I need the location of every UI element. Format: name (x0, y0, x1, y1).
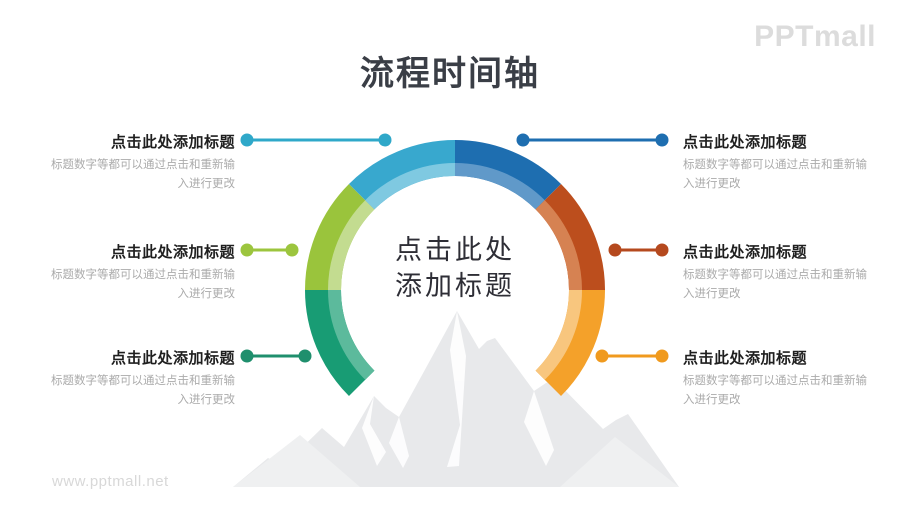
connector-dot-outer (608, 243, 622, 257)
callout-body: 标题数字等都可以通过点击和重新输 入进行更改 (683, 266, 883, 304)
callout-body: 标题数字等都可以通过点击和重新输 入进行更改 (35, 156, 235, 194)
callout-body-line1: 标题数字等都可以通过点击和重新输 (51, 269, 235, 281)
connector-dot-outer (240, 243, 254, 257)
arc-segment-teal-green[interactable] (305, 289, 375, 397)
callout-right-1[interactable]: 点击此处添加标题 标题数字等都可以通过点击和重新输 入进行更改 (683, 134, 883, 194)
callout-title[interactable]: 点击此处添加标题 (110, 134, 235, 151)
arc-segment-cyan[interactable] (348, 140, 456, 210)
mountain-silhouette (233, 311, 679, 487)
callout-left-3[interactable]: 点击此处添加标题 标题数字等都可以通过点击和重新输 入进行更改 (35, 350, 235, 410)
mountain-ridge-highlights (362, 311, 554, 468)
callout-body-line2: 入进行更改 (683, 178, 741, 190)
center-title[interactable]: 点击此处 添加标题 (325, 232, 585, 304)
callout-title[interactable]: 点击此处添加标题 (683, 244, 808, 261)
callout-body-line2: 入进行更改 (683, 288, 741, 300)
center-title-line1: 点击此处 (395, 235, 515, 265)
connector-dot-inner (378, 133, 392, 147)
arc-segment-teal-green-highlight (328, 289, 375, 380)
callout-right-2[interactable]: 点击此处添加标题 标题数字等都可以通过点击和重新输 入进行更改 (683, 244, 883, 304)
connector-left-1 (240, 133, 392, 147)
callout-body: 标题数字等都可以通过点击和重新输 入进行更改 (35, 266, 235, 304)
callout-body-line1: 标题数字等都可以通过点击和重新输 (683, 159, 867, 171)
connector-dot-inner (655, 349, 669, 363)
pptmall-logo: PPTmall (754, 20, 876, 53)
callout-right-3[interactable]: 点击此处添加标题 标题数字等都可以通过点击和重新输 入进行更改 (683, 350, 883, 410)
center-title-line2: 添加标题 (395, 271, 515, 301)
callout-body: 标题数字等都可以通过点击和重新输 入进行更改 (683, 372, 883, 410)
mountain-foothill-right (560, 437, 679, 487)
arc-segment-light-green[interactable] (305, 183, 375, 291)
connector-dot-outer (240, 133, 254, 147)
callout-body-line2: 入进行更改 (177, 288, 236, 300)
callout-title[interactable]: 点击此处添加标题 (110, 350, 235, 367)
connector-dot-outer (240, 349, 254, 363)
connector-dot-inner (655, 133, 669, 147)
callout-body-line1: 标题数字等都可以通过点击和重新输 (683, 269, 867, 281)
arc-segment-cyan-highlight (365, 163, 456, 210)
callout-left-1[interactable]: 点击此处添加标题 标题数字等都可以通过点击和重新输 入进行更改 (35, 134, 235, 194)
callout-body-line1: 标题数字等都可以通过点击和重新输 (51, 375, 235, 387)
callout-body: 标题数字等都可以通过点击和重新输 入进行更改 (683, 156, 883, 194)
arc-segment-light-green-highlight (328, 200, 375, 291)
connector-dot-inner (298, 349, 312, 363)
connector-right-1 (516, 133, 669, 147)
arc-segment-rust-highlight (535, 200, 582, 291)
arc-segment-orange-highlight (535, 289, 582, 380)
mountain-graphic (233, 311, 679, 487)
arc-segment-orange[interactable] (535, 289, 605, 397)
mountain-foothill-left (233, 435, 360, 487)
page-title: 流程时间轴 (360, 55, 540, 93)
connector-dot-outer (516, 133, 530, 147)
callout-body-line2: 入进行更改 (177, 178, 236, 190)
connector-dot-inner (285, 243, 299, 257)
arc-segment-dark-blue[interactable] (454, 140, 562, 210)
arc-segment-rust[interactable] (535, 183, 605, 291)
callout-title[interactable]: 点击此处添加标题 (683, 134, 808, 151)
connector-right-2 (608, 243, 669, 257)
connector-lines (240, 133, 669, 363)
callout-body-line1: 标题数字等都可以通过点击和重新输 (683, 375, 867, 387)
callout-left-2[interactable]: 点击此处添加标题 标题数字等都可以通过点击和重新输 入进行更改 (35, 244, 235, 304)
connector-dot-outer (595, 349, 609, 363)
callout-body-line2: 入进行更改 (683, 394, 741, 406)
callout-body: 标题数字等都可以通过点击和重新输 入进行更改 (35, 372, 235, 410)
callout-body-line2: 入进行更改 (177, 394, 236, 406)
callout-body-line1: 标题数字等都可以通过点击和重新输 (51, 159, 235, 171)
callout-title[interactable]: 点击此处添加标题 (110, 244, 235, 261)
connector-left-2 (240, 243, 299, 257)
callout-title[interactable]: 点击此处添加标题 (683, 350, 808, 367)
connector-right-3 (595, 349, 669, 363)
connector-left-3 (240, 349, 312, 363)
connector-dot-inner (655, 243, 669, 257)
semicircle-arc (305, 140, 605, 397)
arc-segment-dark-blue-highlight (454, 163, 545, 210)
watermark: www.pptmall.net (52, 473, 169, 490)
